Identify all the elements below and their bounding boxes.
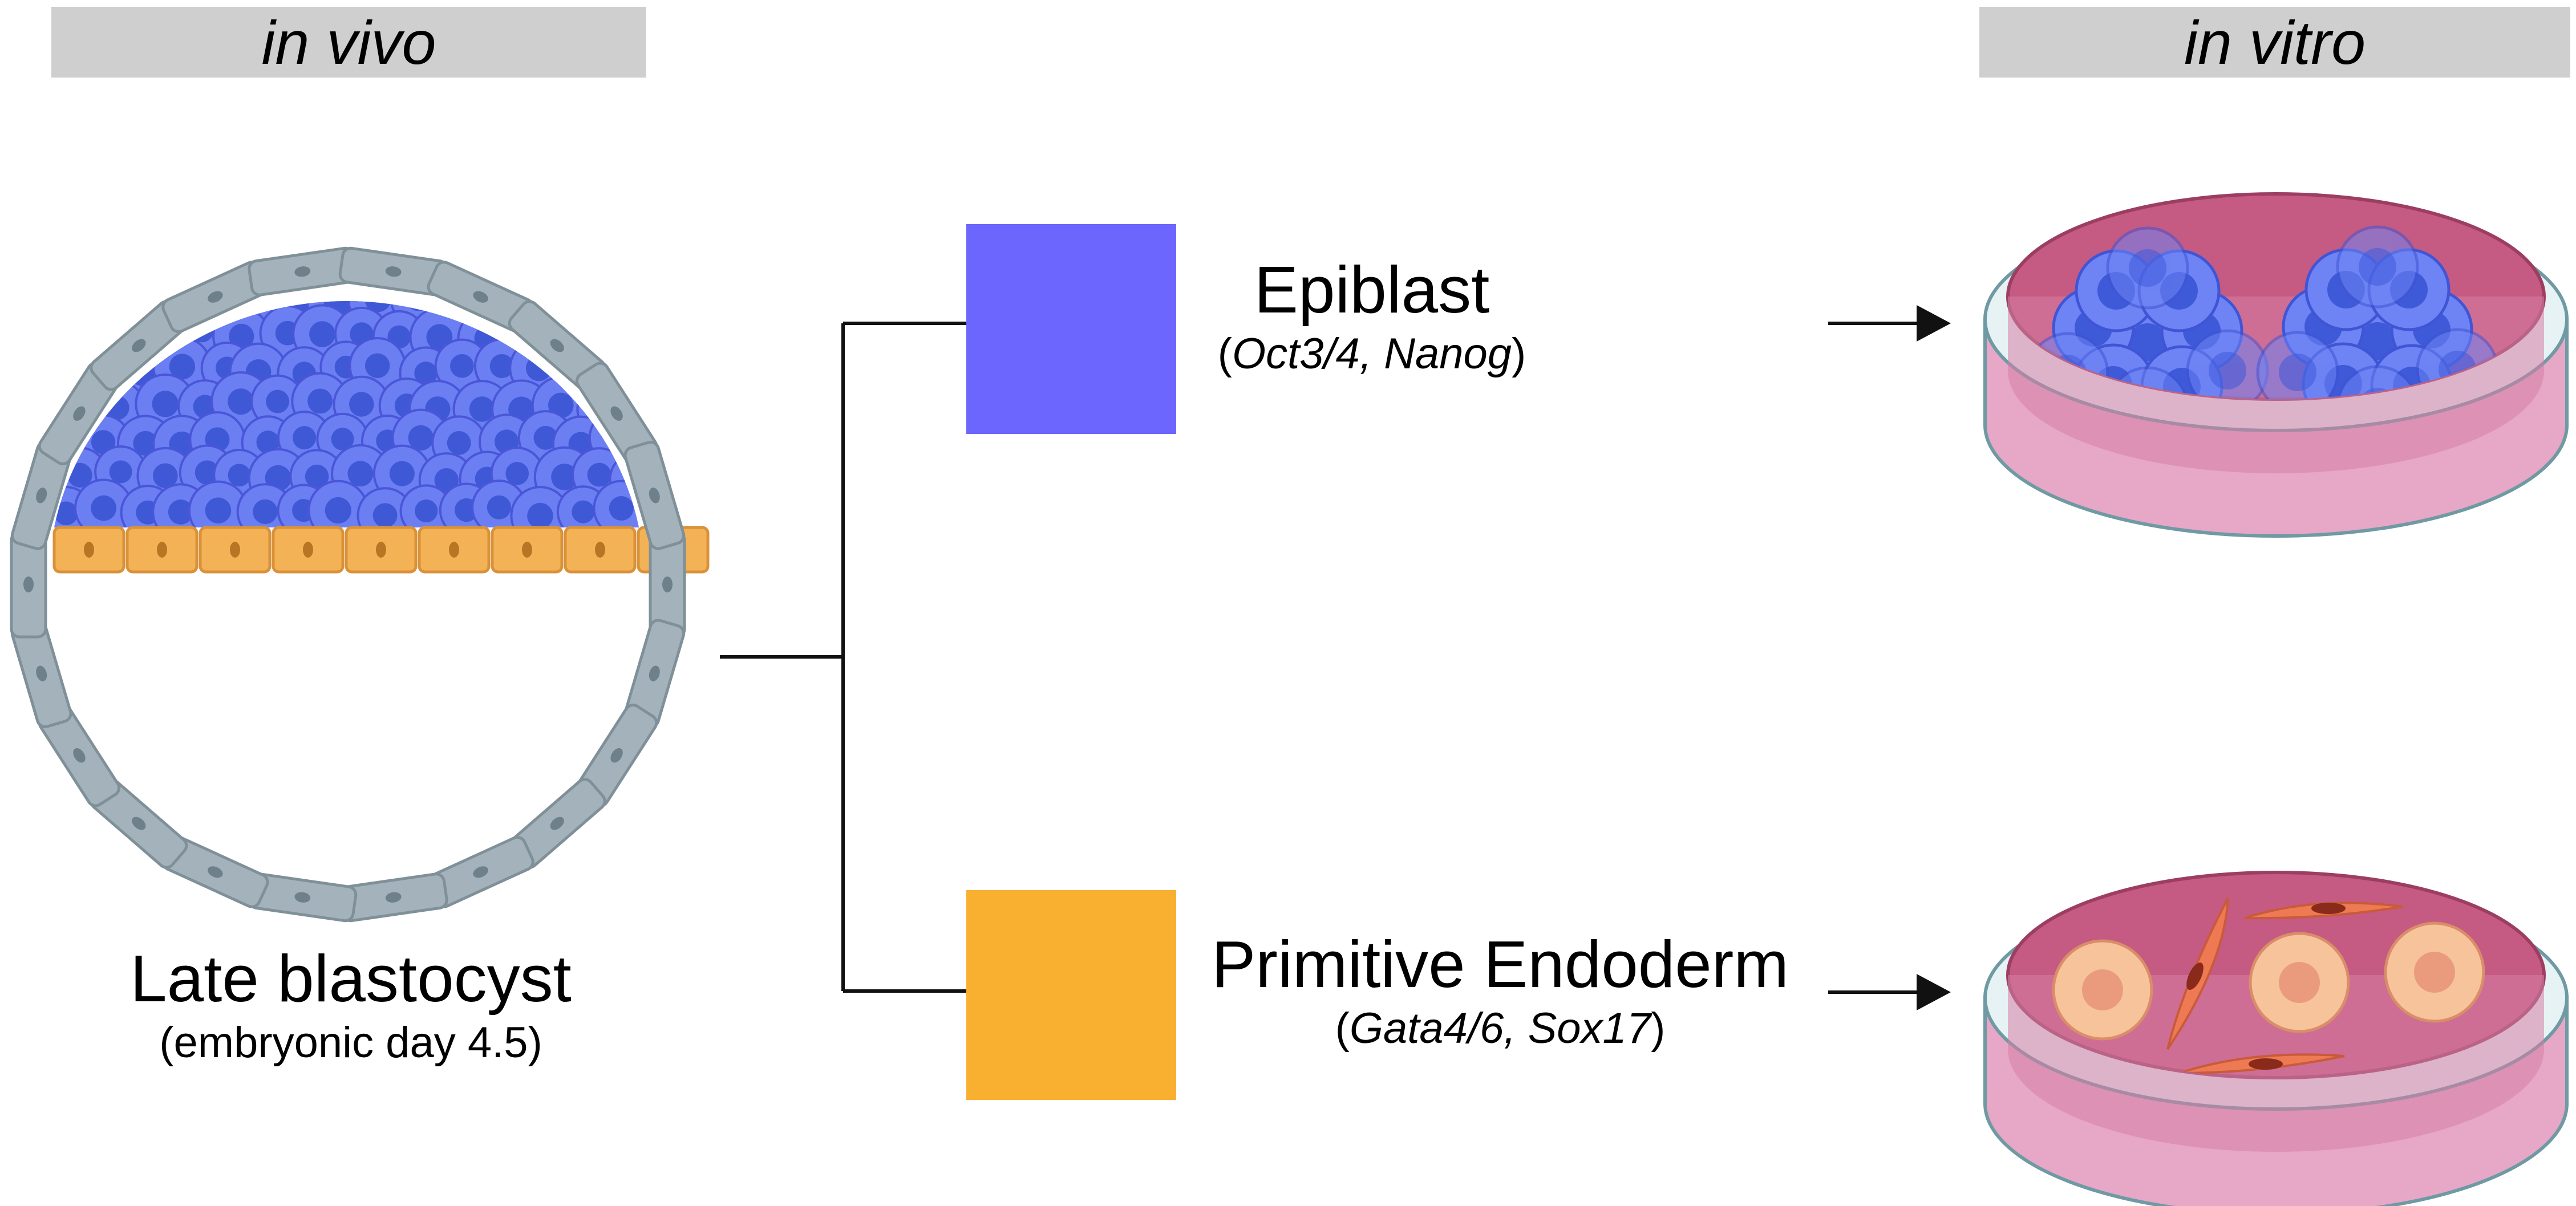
pe-markers: (Gata4/6, Sox17) <box>1335 1002 1666 1054</box>
trophectoderm-cell <box>338 246 448 297</box>
spindle-pe-cell <box>2166 898 2229 1050</box>
primitive-endoderm-cell <box>52 526 125 574</box>
epiblast-cell <box>54 301 90 327</box>
arrow-pe <box>1828 974 1951 1010</box>
blastocyst-illustration <box>10 246 710 923</box>
spindle-pe-cell <box>2178 1053 2345 1074</box>
primitive-endoderm-cell <box>272 526 345 574</box>
epiblast-cell <box>307 480 369 527</box>
round-pe-cell <box>2249 932 2350 1033</box>
primitive-endoderm-cell <box>125 526 199 574</box>
spindle-pe-cell <box>2244 902 2403 920</box>
primitive-endoderm-cell <box>345 526 418 574</box>
primitive-endoderm-cell <box>491 526 564 574</box>
epiblast-cell <box>614 302 639 363</box>
pe-markers-open: ( <box>1335 1004 1350 1053</box>
epiblast-cells <box>54 301 639 527</box>
in-vitro-header-label: in vitro <box>2184 7 2366 77</box>
lineage-tree <box>720 322 966 993</box>
blastocyst-title: Late blastocyst <box>130 941 572 1016</box>
epiblast-name: Epiblast <box>1254 253 1490 327</box>
epiblast-markers-close: ) <box>1512 330 1526 379</box>
primitive-endoderm-cell <box>199 526 272 574</box>
trophectoderm-cell <box>623 440 686 550</box>
epiblast-colony-cell <box>2256 331 2339 399</box>
epiblast-cell <box>589 301 639 331</box>
primitive-endoderm-cell <box>418 526 491 574</box>
petri-dish-pe <box>1983 871 2569 1206</box>
epiblast-mass <box>54 301 639 527</box>
epiblast-cell <box>557 301 613 326</box>
epiblast-cell <box>399 484 453 527</box>
epiblast-colony-cell <box>2106 226 2189 310</box>
epiblast-cell <box>74 478 133 527</box>
pe-marker-genes: Gata4/6, Sox17 <box>1349 1004 1651 1053</box>
pe-culture-cells <box>2052 898 2485 1074</box>
trophectoderm-cell <box>508 300 606 391</box>
primitive-endoderm-cell <box>564 526 637 574</box>
round-pe-cell <box>2052 939 2153 1041</box>
blastocyst-subtitle: (embryonic day 4.5) <box>159 1018 542 1067</box>
blastocyst-caption: Late blastocyst (embryonic day 4.5) <box>68 941 633 1069</box>
in-vitro-header: in vitro <box>1979 7 2570 78</box>
pe-label-block: Primitive Endoderm (Gata4/6, Sox17) <box>1172 927 1828 1055</box>
round-pe-cell <box>2384 921 2485 1023</box>
epiblast-colony <box>2026 226 2269 399</box>
pe-name: Primitive Endoderm <box>1211 927 1789 1001</box>
epiblast-marker-genes: Oct3/4, Nanog <box>1232 330 1512 379</box>
epiblast-markers-open: ( <box>1217 330 1232 379</box>
epiblast-colony <box>2256 225 2499 399</box>
epiblast-color-box <box>966 224 1176 434</box>
arrow-epiblast <box>1828 305 1951 342</box>
primitive-endoderm-layer <box>52 526 710 574</box>
trophectoderm-ring <box>10 246 686 923</box>
epiblast-colony-cell <box>2336 225 2419 308</box>
petri-dish-epiblast <box>1983 192 2569 538</box>
epiblast-cell <box>188 480 249 527</box>
primitive-endoderm-color-box <box>966 890 1176 1100</box>
epiblast-markers: (Oct3/4, Nanog) <box>1218 328 1526 380</box>
in-vivo-header-label: in vivo <box>261 7 436 77</box>
in-vivo-header: in vivo <box>51 7 646 78</box>
epiblast-cell <box>250 374 305 429</box>
epiblast-label-block: Epiblast (Oct3/4, Nanog) <box>1144 252 1600 380</box>
trophectoderm-cell <box>338 872 448 923</box>
epiblast-cell <box>71 301 128 328</box>
epiblast-cell <box>357 487 414 527</box>
pe-markers-close: ) <box>1651 1004 1666 1053</box>
